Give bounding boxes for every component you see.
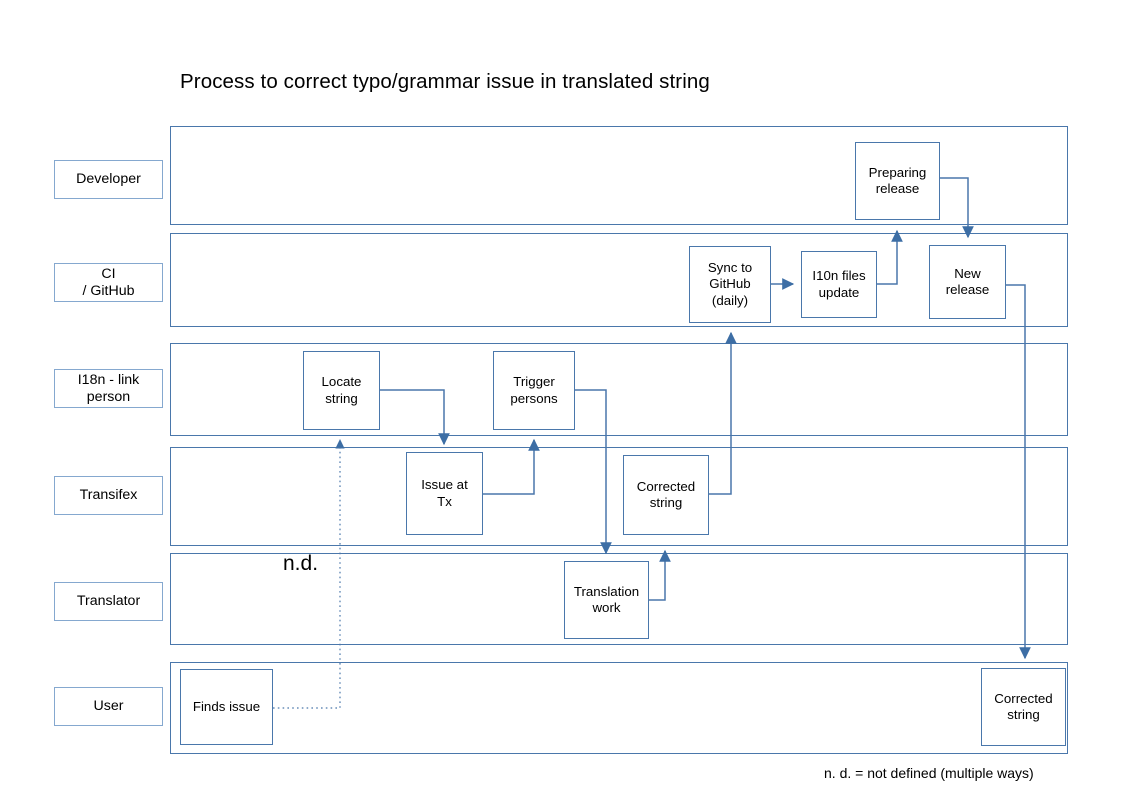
node-preparing-release[interactable]: Preparing release [855, 142, 940, 220]
lane-label-translator: Translator [54, 582, 163, 621]
node-corrected-string-transifex[interactable]: Corrected string [623, 455, 709, 535]
lane-ci-github [170, 233, 1068, 327]
node-corrected-string-user[interactable]: Corrected string [981, 668, 1066, 746]
undefined-path-marker: n.d. [283, 552, 319, 575]
lane-label-ci-github: CI / GitHub [54, 263, 163, 302]
node-sync-to-github[interactable]: Sync to GitHub (daily) [689, 246, 771, 323]
node-locate-string[interactable]: Locate string [303, 351, 380, 430]
node-finds-issue[interactable]: Finds issue [180, 669, 273, 745]
lane-user [170, 662, 1068, 754]
lane-label-transifex: Transifex [54, 476, 163, 515]
legend-note: n. d. = not defined (multiple ways) [824, 765, 1034, 781]
node-trigger-persons[interactable]: Trigger persons [493, 351, 575, 430]
node-new-release[interactable]: New release [929, 245, 1006, 319]
page-title: Process to correct typo/grammar issue in… [180, 70, 710, 93]
node-issue-at-tx[interactable]: Issue at Tx [406, 452, 483, 535]
lane-label-developer: Developer [54, 160, 163, 199]
lane-label-user: User [54, 687, 163, 726]
lane-transifex [170, 447, 1068, 546]
node-l10n-files-update[interactable]: I10n files update [801, 251, 877, 318]
lane-label-i18n-link-person: I18n - link person [54, 369, 163, 408]
node-translation-work[interactable]: Translation work [564, 561, 649, 639]
